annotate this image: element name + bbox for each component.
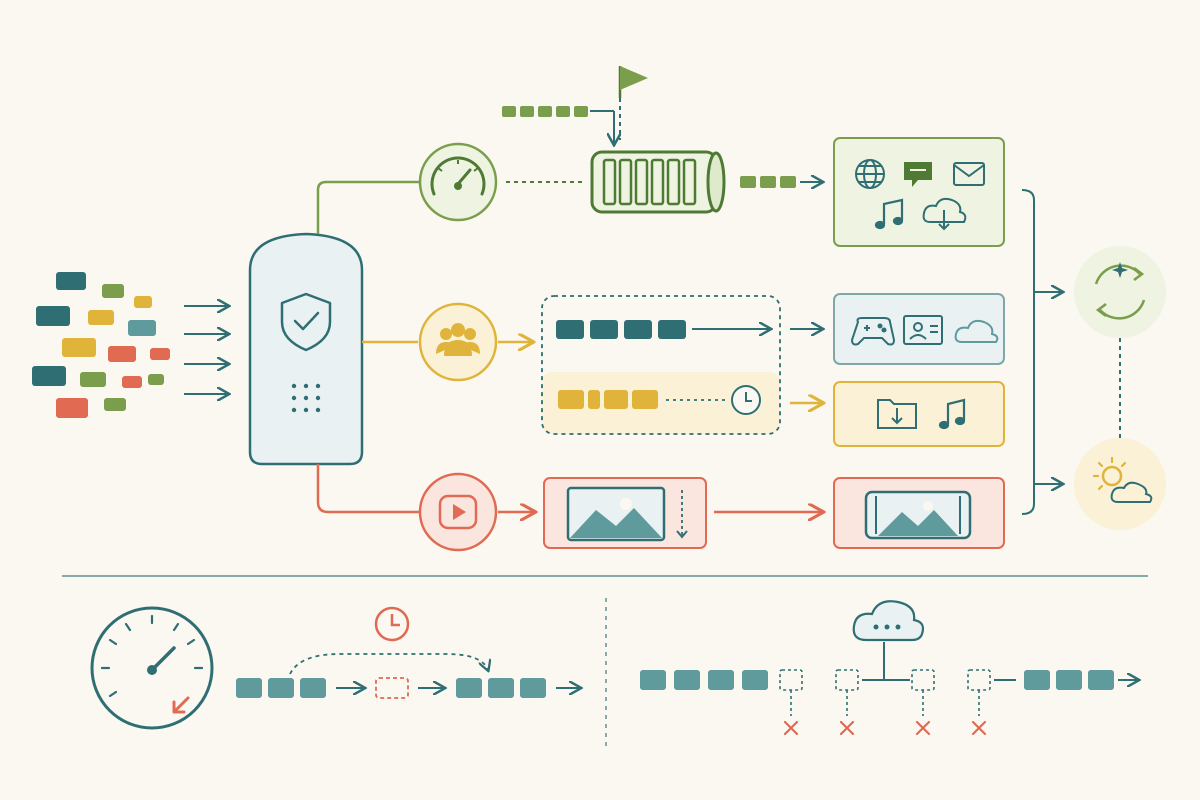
lane-user-priority (362, 293, 1005, 447)
destination-box-downloads (833, 381, 1005, 447)
speedometer-icon (418, 142, 498, 222)
panel-latency-retry (90, 606, 580, 730)
packet (556, 106, 570, 117)
gamepad-icon (850, 317, 896, 346)
packet (108, 346, 136, 362)
incoming-packets-cluster (32, 272, 170, 418)
packet (588, 390, 600, 409)
sync-cycle-icon (1074, 246, 1166, 338)
globe-icon (855, 159, 885, 189)
destination-box-mobile (833, 477, 1005, 549)
destination-box-web-apps (833, 137, 1005, 247)
packet (624, 320, 652, 339)
keypad-dots (291, 383, 321, 413)
packet (56, 398, 88, 418)
packet (780, 176, 796, 188)
dashed-placeholder (967, 669, 991, 691)
x-mark-icon (783, 720, 799, 736)
packet (128, 320, 156, 336)
users-group-icon (418, 302, 498, 382)
packet (104, 398, 126, 411)
packet (122, 376, 142, 388)
cloud-icon (954, 319, 999, 343)
dashed-placeholder (375, 677, 409, 699)
folder-download-icon (877, 399, 917, 429)
packet (1088, 670, 1114, 690)
flag-icon (618, 66, 648, 98)
x-mark-icon (839, 720, 855, 736)
gauge-low-icon (90, 606, 214, 730)
packet (708, 670, 734, 690)
outcome-bracket (1021, 189, 1121, 515)
dashed-placeholder (835, 669, 859, 691)
packet (558, 390, 584, 409)
phone-landscape-image-icon (864, 490, 972, 540)
lane-throughput (316, 66, 1005, 247)
packet (1056, 670, 1082, 690)
packet (640, 670, 666, 690)
packet (32, 366, 66, 386)
retry-path (289, 653, 488, 675)
clock-icon (374, 606, 410, 642)
packet (658, 320, 686, 339)
packet (604, 390, 628, 409)
packet (674, 670, 700, 690)
packet (88, 310, 114, 325)
packet (236, 678, 262, 698)
music-icon (874, 198, 904, 230)
packet (80, 372, 106, 387)
play-button-icon (418, 472, 498, 552)
flag-marker-feed (502, 66, 648, 144)
packet (538, 106, 552, 117)
packet (456, 678, 482, 698)
packet (556, 320, 584, 339)
cloud-dots-icon (852, 600, 925, 642)
packet (1024, 670, 1050, 690)
packet (742, 670, 768, 690)
image-transform-box (543, 477, 707, 549)
security-gateway (248, 232, 364, 466)
packet (590, 320, 618, 339)
dashed-placeholder (911, 669, 935, 691)
packet (632, 390, 658, 409)
packet (268, 678, 294, 698)
dashed-placeholder (779, 669, 803, 691)
chat-icon (904, 162, 932, 187)
input-arrows (184, 306, 228, 394)
music-icon (938, 398, 966, 430)
lane-media (316, 464, 1005, 552)
shield-check-icon (280, 292, 332, 352)
packet (760, 176, 776, 188)
contact-card-icon (903, 315, 943, 345)
packet (502, 106, 516, 117)
x-mark-icon (971, 720, 987, 736)
packet (488, 678, 514, 698)
destination-box-interactive (833, 293, 1005, 365)
packet (740, 176, 756, 188)
packet (134, 296, 152, 308)
mail-icon (953, 162, 985, 186)
packet (148, 374, 164, 385)
cloud-download-icon (922, 197, 967, 231)
packet (56, 272, 86, 290)
packet (520, 106, 534, 117)
clock-icon (731, 385, 761, 415)
packet (62, 338, 96, 357)
packet (36, 306, 70, 326)
panel-fanout-failures (640, 600, 1138, 736)
packet (300, 678, 326, 698)
scheduler-container (541, 295, 781, 435)
packet (102, 284, 124, 298)
packet (574, 106, 588, 117)
packet (520, 678, 546, 698)
packet (150, 348, 170, 360)
x-mark-icon (915, 720, 931, 736)
sun-cloud-icon (1074, 438, 1166, 530)
battery-queue-icon (590, 150, 726, 214)
image-download-icon (566, 486, 688, 542)
